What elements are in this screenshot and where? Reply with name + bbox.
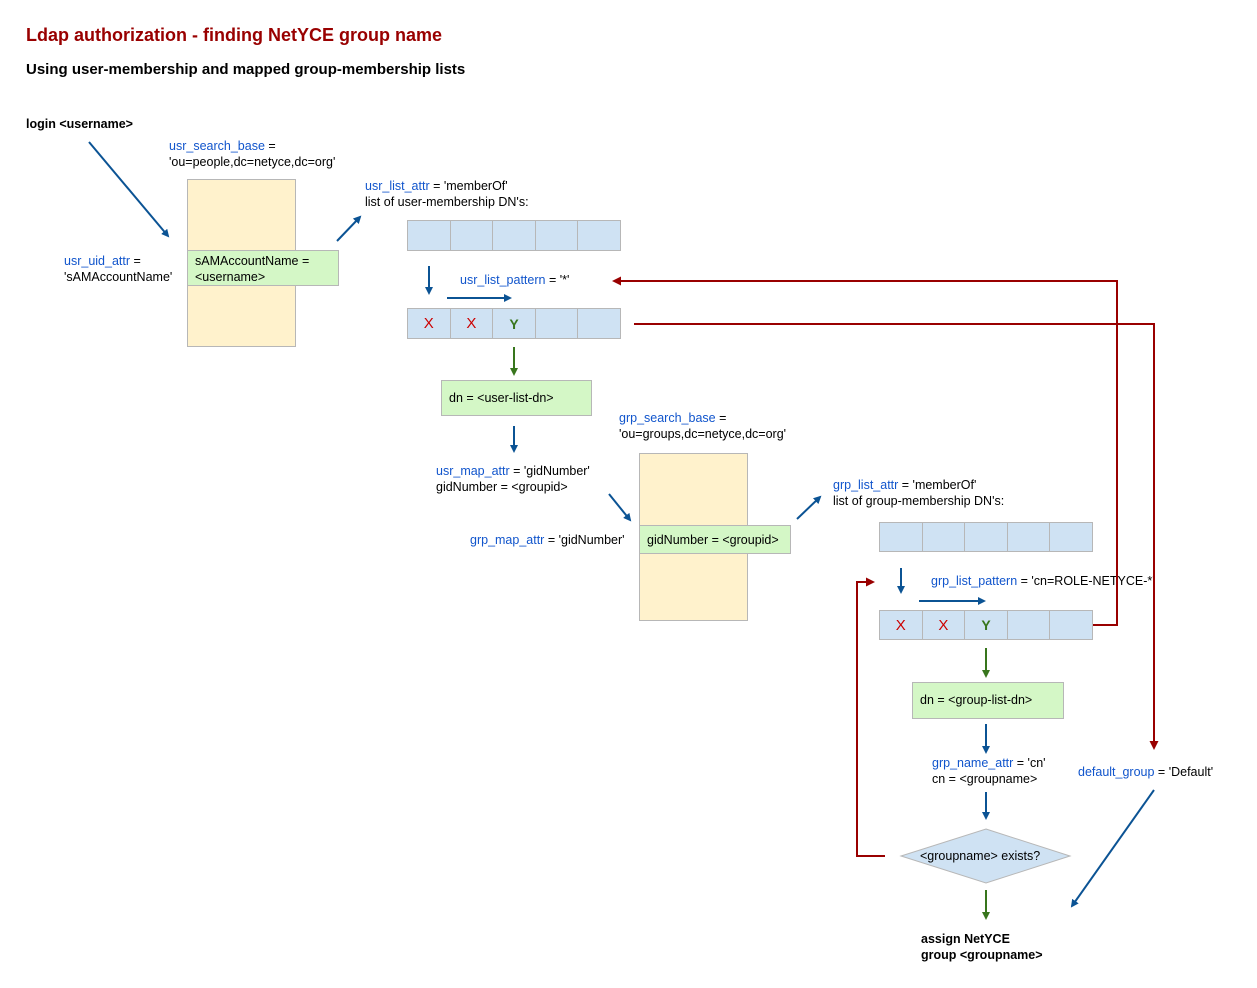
decision-no-loop-back	[856, 577, 885, 857]
list-cell-match: Y	[965, 611, 1008, 639]
user-membership-scan-list: X X Y	[407, 308, 621, 339]
list-cell	[493, 221, 536, 250]
list-cell	[965, 523, 1008, 551]
group-membership-list	[879, 522, 1093, 552]
list-cell-no-match: X	[408, 309, 451, 338]
usr-search-base-value: 'ou=people,dc=netyce,dc=org'	[169, 155, 336, 169]
grp-map-attr-label: grp_map_attr = 'gidNumber'	[470, 533, 625, 547]
user-match-box: sAMAccountName = <username>	[187, 250, 339, 286]
usr-list-attr-label: usr_list_attr = 'memberOf' list of user-…	[365, 179, 529, 209]
usr-search-base-key: usr_search_base	[169, 139, 265, 153]
grp-list-pattern-label: grp_list_pattern = 'cn=ROLE-NETYCE-*'	[931, 574, 1155, 588]
list-cell-no-match: X	[880, 611, 923, 639]
list-cell-match: Y	[493, 309, 536, 338]
user-dn-box: dn = <user-list-dn>	[441, 380, 592, 416]
list-cell	[923, 523, 966, 551]
group-dn-box: dn = <group-list-dn>	[912, 682, 1064, 719]
grp-name-attr-label: grp_name_attr = 'cn' cn = <groupname>	[932, 756, 1046, 786]
list-cell-no-match: X	[451, 309, 494, 338]
grp-search-base-label: grp_search_base = 'ou=groups,dc=netyce,d…	[619, 411, 787, 441]
decision-label: <groupname> exists?	[920, 849, 1041, 863]
decision-diamond	[899, 828, 1072, 884]
list-cell	[536, 309, 579, 338]
default-group-label: default_group = 'Default'	[1078, 765, 1214, 779]
page-title: Ldap authorization - finding NetYCE grou…	[26, 25, 442, 45]
login-label: login <username>	[26, 117, 133, 131]
list-cell	[880, 523, 923, 551]
map-arrow	[608, 493, 632, 522]
list-cell	[408, 221, 451, 250]
assign-group-label: assign NetYCE group <groupname>	[921, 932, 1043, 962]
usr-search-base-label: usr_search_base = 'ou=people,dc=netyce,d…	[169, 139, 336, 169]
usr-map-attr-label: usr_map_attr = 'gidNumber' gidNumber = <…	[436, 464, 590, 494]
to-user-list-arrow	[336, 215, 362, 242]
list-cell	[1008, 611, 1051, 639]
page-subtitle: Using user-membership and mapped group-m…	[26, 61, 466, 78]
group-membership-scan-list: X X Y	[879, 610, 1093, 640]
usr-uid-attr-label: usr_uid_attr = 'sAMAccountName'	[64, 254, 173, 284]
list-cell	[1008, 523, 1051, 551]
login-arrow	[88, 141, 170, 238]
list-cell-no-match: X	[923, 611, 966, 639]
group-match-box: gidNumber = <groupid>	[639, 525, 791, 554]
group-exhausted-loop-back	[612, 276, 1118, 626]
user-exhausted-to-default	[634, 323, 1159, 750]
usr-list-pattern-label: usr_list_pattern = '*'	[460, 273, 570, 287]
default-to-assign-arrow	[1070, 789, 1155, 908]
list-cell	[536, 221, 579, 250]
to-group-list-arrow	[796, 495, 822, 520]
list-cell	[451, 221, 494, 250]
grp-list-attr-label: grp_list_attr = 'memberOf' list of group…	[833, 478, 1005, 508]
user-membership-list	[407, 220, 621, 251]
